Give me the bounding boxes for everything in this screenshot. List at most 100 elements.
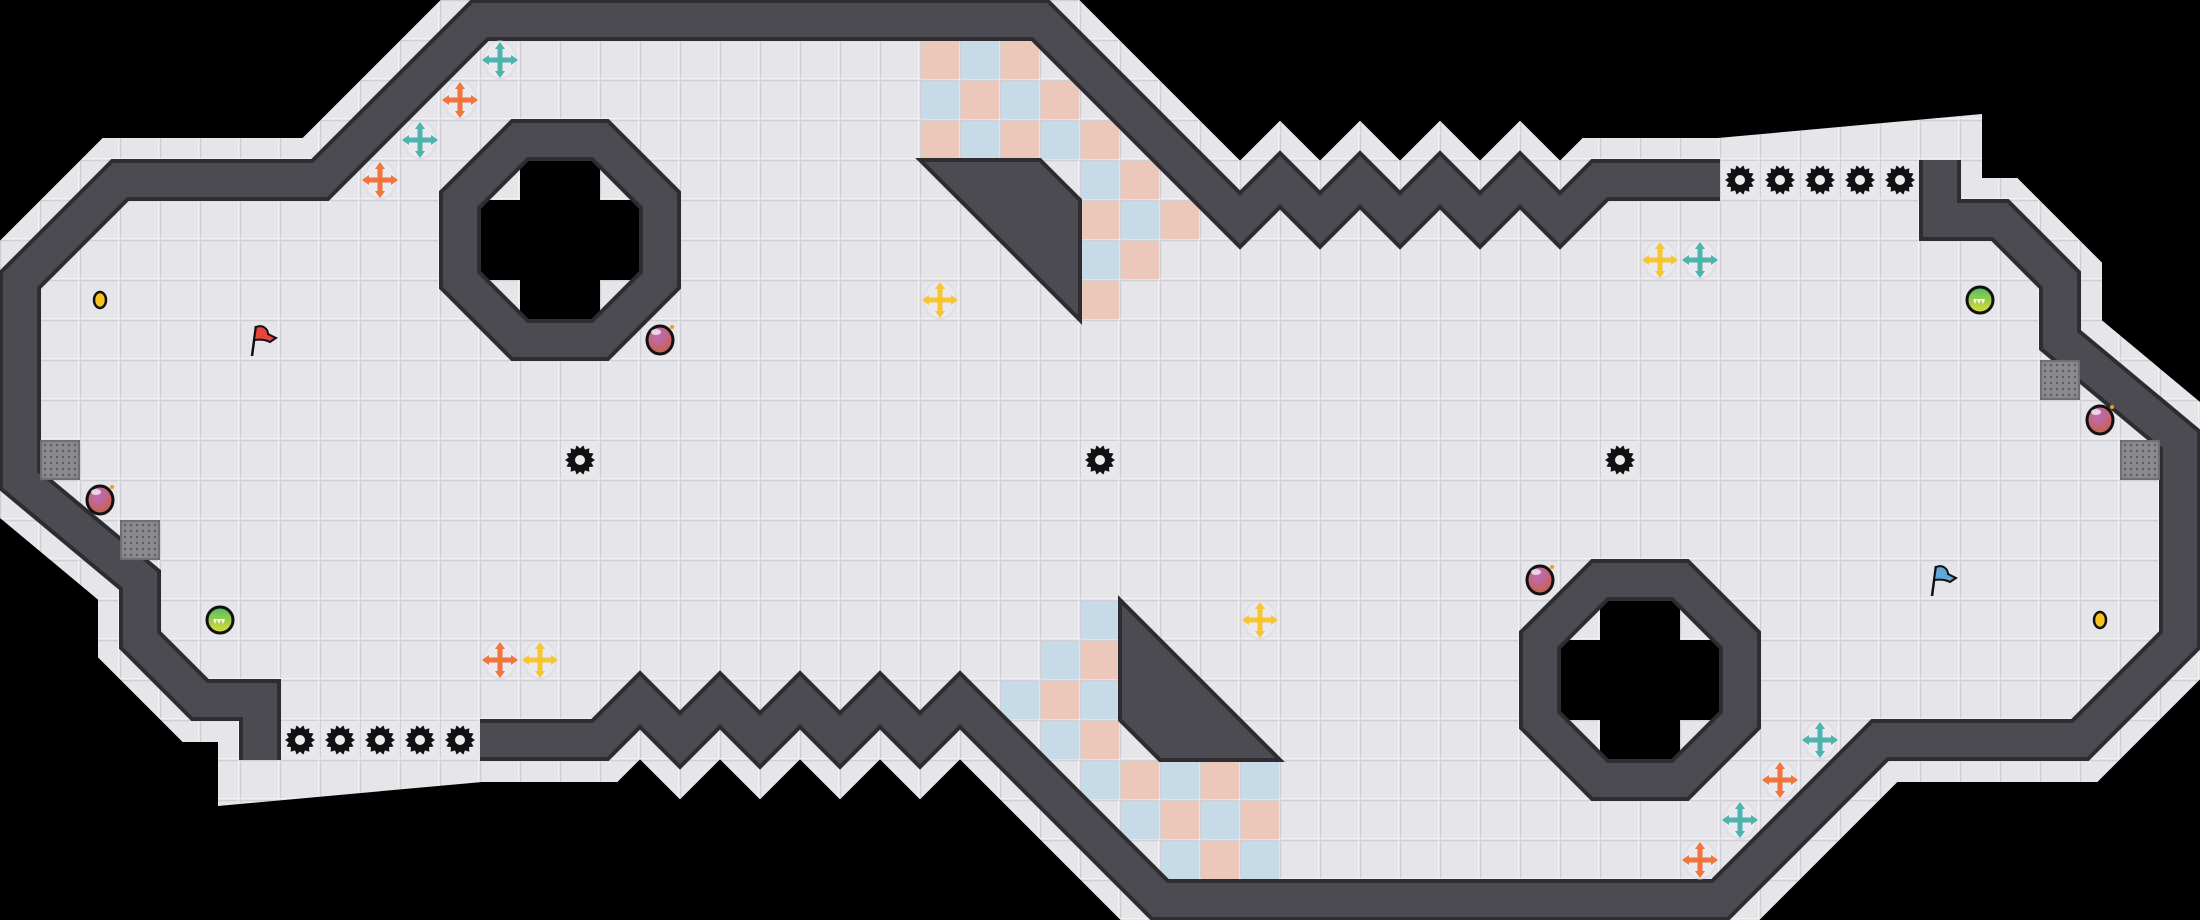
- arrow-cross: [1727, 807, 1753, 833]
- arrow-cross: [1767, 767, 1793, 793]
- outer-wall-top: [3, 3, 1720, 760]
- move-arrows-icon: [1242, 600, 1278, 640]
- spike-center: [455, 735, 465, 745]
- spike-gear-icon: [401, 721, 439, 759]
- blue-tile: [1081, 241, 1119, 279]
- move-arrows-icon: [1722, 800, 1758, 840]
- pink-tile: [1001, 41, 1039, 79]
- flag-cloth: [252, 325, 278, 344]
- move-arrows-icon: [1762, 760, 1798, 800]
- pit: [1600, 600, 1680, 760]
- move-arrows-icon: [442, 80, 478, 120]
- pink-tile: [1161, 801, 1199, 839]
- arrow-cross: [1687, 847, 1713, 873]
- spike-center: [415, 735, 425, 745]
- move-arrows-icon: [922, 280, 958, 320]
- spike-gear-icon: [441, 721, 479, 759]
- grate-icon: [40, 440, 80, 480]
- grate-shape: [2120, 440, 2160, 480]
- arrow-cross: [487, 47, 513, 73]
- pink-tile: [1081, 721, 1119, 759]
- coin-icon: [2092, 610, 2108, 630]
- blue-tile: [1201, 801, 1239, 839]
- pink-tile: [921, 121, 959, 159]
- pink-tile: [1121, 241, 1159, 279]
- pink-tile: [961, 81, 999, 119]
- blue-tile: [1081, 601, 1119, 639]
- arrow-cross: [407, 127, 433, 153]
- move-arrows-icon: [1682, 240, 1718, 280]
- grate-shape: [120, 520, 160, 560]
- blue-tile: [921, 81, 959, 119]
- blue-tile: [1161, 761, 1199, 799]
- spike-gear-icon: [1721, 161, 1759, 199]
- move-arrows-icon: [482, 640, 518, 680]
- arrow-cross: [527, 647, 553, 673]
- arrow-cross: [367, 167, 393, 193]
- purple-orb-icon: [1525, 564, 1555, 596]
- spike-center: [1615, 455, 1625, 465]
- orb-shine: [91, 489, 101, 495]
- blue-tile: [1041, 641, 1079, 679]
- spike-gear-icon: [361, 721, 399, 759]
- spike-center: [1735, 175, 1745, 185]
- orb-shine: [651, 329, 661, 335]
- spike-gear-icon: [1801, 161, 1839, 199]
- purple-orb-icon: [645, 324, 675, 356]
- arrow-cross: [1647, 247, 1673, 273]
- pink-tile: [1241, 801, 1279, 839]
- green-chomper-ball-icon: [205, 605, 235, 635]
- pink-tile: [1081, 201, 1119, 239]
- spike-gear-icon: [561, 441, 599, 479]
- colored-tiles: [921, 41, 1279, 879]
- move-arrows-icon: [482, 40, 518, 80]
- spike-center: [1855, 175, 1865, 185]
- move-arrows-icon: [402, 120, 438, 160]
- blue-tile: [1121, 801, 1159, 839]
- spike-gear-icon: [1761, 161, 1799, 199]
- green-chomper-ball-icon: [1965, 285, 1995, 315]
- spike-gear-icon: [1841, 161, 1879, 199]
- spike-gear-icon: [1601, 441, 1639, 479]
- move-arrows-icon: [362, 160, 398, 200]
- arrow-cross: [1687, 247, 1713, 273]
- orb-fuse: [670, 325, 674, 329]
- octagon-wall: [1523, 563, 1757, 797]
- purple-orb-icon: [2085, 404, 2115, 436]
- orb-shine: [1531, 569, 1541, 575]
- blue-tile: [1081, 161, 1119, 199]
- grate-icon: [120, 520, 160, 560]
- pink-tile: [1081, 121, 1119, 159]
- arrow-cross: [447, 87, 473, 113]
- pits: [480, 160, 1720, 760]
- pit: [520, 160, 600, 320]
- blue-tile: [1161, 841, 1199, 879]
- spike-center: [1895, 175, 1905, 185]
- blue-tile: [1081, 761, 1119, 799]
- spike-center: [335, 735, 345, 745]
- blue-tile: [961, 41, 999, 79]
- coin-icon: [92, 290, 108, 310]
- pink-tile: [1081, 641, 1119, 679]
- octagon-wall: [443, 123, 677, 357]
- pink-tile: [1041, 681, 1079, 719]
- pink-tile: [1201, 841, 1239, 879]
- blue-tile: [1041, 721, 1079, 759]
- spike-center: [575, 455, 585, 465]
- blue-tile: [1001, 681, 1039, 719]
- purple-orb-icon: [85, 484, 115, 516]
- orb-fuse: [110, 485, 114, 489]
- pink-tile: [1081, 281, 1119, 319]
- pink-tile: [921, 41, 959, 79]
- pink-tile: [1161, 201, 1199, 239]
- grate-icon: [2040, 360, 2080, 400]
- move-arrows-icon: [1802, 720, 1838, 760]
- triangle-block: [915, 158, 1082, 325]
- move-arrows-icon: [1642, 240, 1678, 280]
- arrow-cross: [1247, 607, 1273, 633]
- move-arrows-icon: [1682, 840, 1718, 880]
- blue-tile: [961, 121, 999, 159]
- flag-cloth: [1932, 565, 1958, 584]
- orb-fuse: [1550, 565, 1554, 569]
